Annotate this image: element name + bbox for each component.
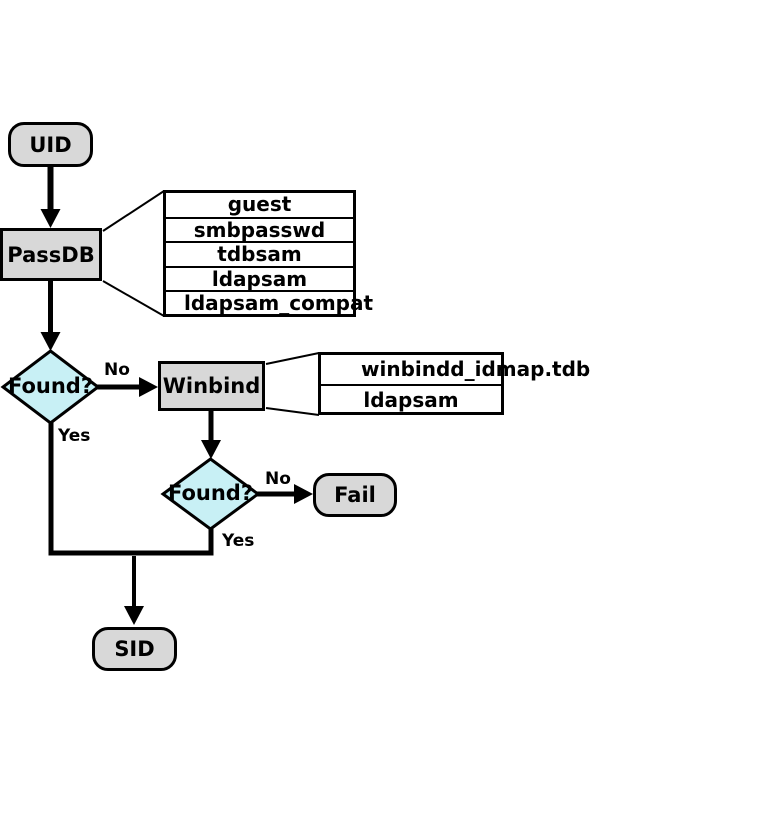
winbind-backends-table: winbindd_idmap.tdb ldapsam <box>318 352 591 415</box>
callout-passdb-table-bottom <box>102 280 165 317</box>
decision-found-winbind-label: Found? <box>167 481 254 505</box>
table-row: tdbsam <box>166 241 353 266</box>
table-row: ldapsam <box>166 265 353 290</box>
callout-passdb-table-top <box>102 190 165 232</box>
node-uid: UID <box>8 122 93 167</box>
passdb-backends-table: guest smbpasswd tdbsam ldapsam ldapsam_c… <box>163 190 373 317</box>
table-row: ldapsam <box>321 383 501 413</box>
edge-label-passdb-yes: Yes <box>58 426 91 446</box>
node-winbind: Winbind <box>158 361 265 411</box>
table-row: guest <box>227 192 292 216</box>
table-row: winbindd_idmap.tdb <box>361 357 591 381</box>
decision-found-passdb-shape <box>0 349 101 425</box>
node-passdb: PassDB <box>0 228 102 281</box>
decision-found-passdb-label: Found? <box>7 374 94 398</box>
callout-winbind-table-bottom <box>265 407 320 416</box>
node-sid: SID <box>92 627 177 671</box>
callout-winbind-table-top <box>265 352 320 365</box>
node-fail: Fail <box>313 473 397 517</box>
edge-label-passdb-no: No <box>104 360 130 380</box>
edge-label-winbind-yes: Yes <box>222 531 255 551</box>
table-row: smbpasswd <box>166 217 353 242</box>
table-row: ldapsam_compat <box>166 289 373 314</box>
edge-label-winbind-no: No <box>265 469 291 489</box>
decision-found-winbind-shape <box>160 457 261 531</box>
